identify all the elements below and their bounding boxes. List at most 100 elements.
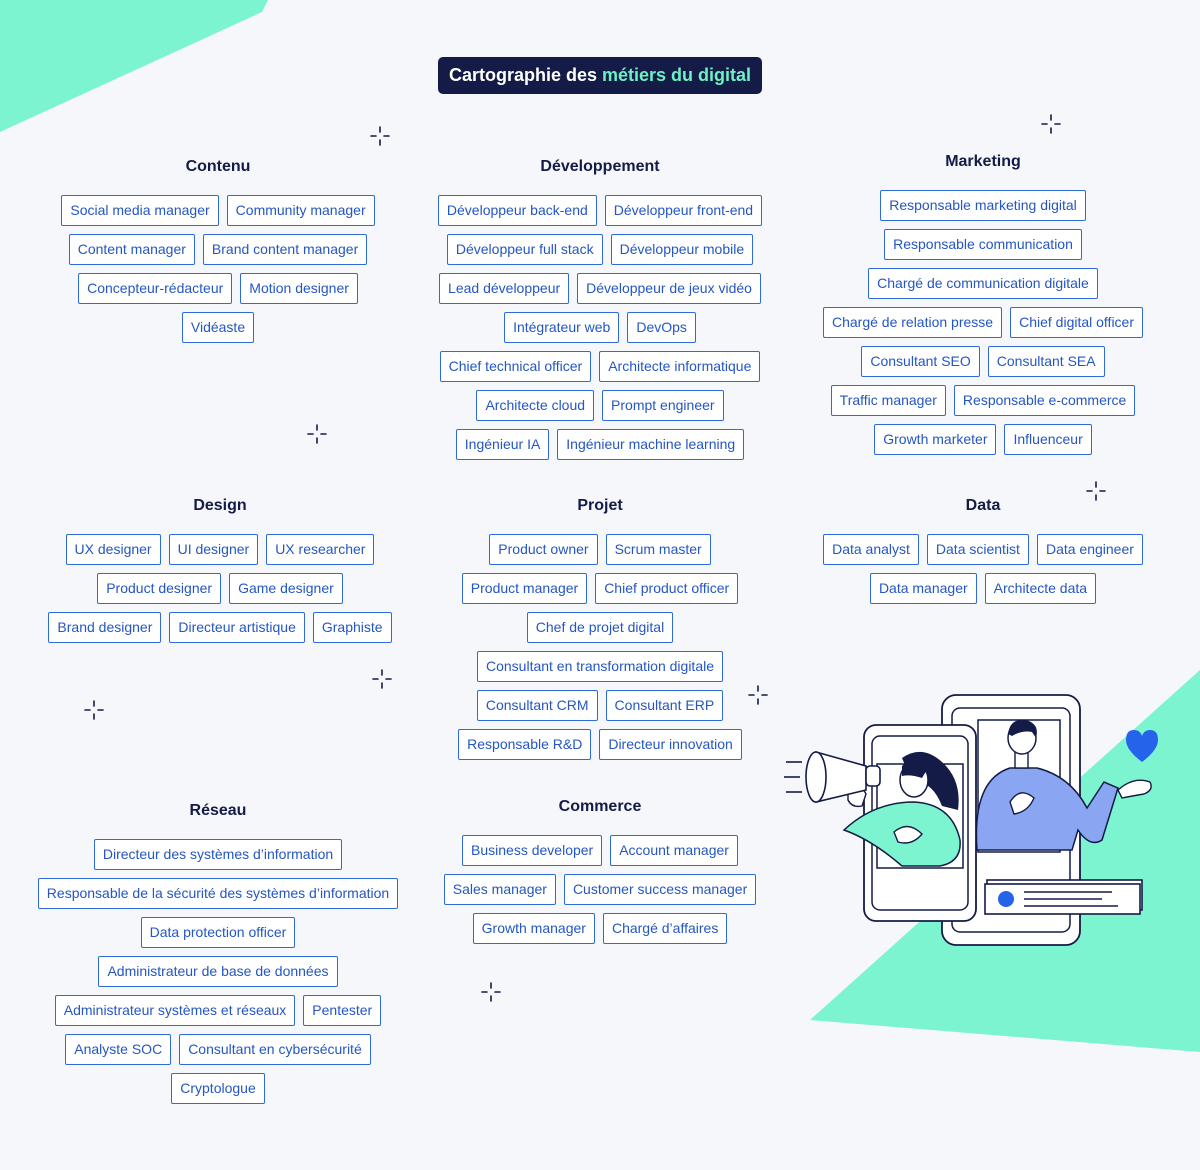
group-title-developpement: Développement: [540, 158, 660, 175]
job-tag: Business developer: [462, 835, 603, 866]
job-tag: Motion designer: [240, 273, 358, 304]
job-tag: Chef de projet digital: [526, 612, 674, 643]
job-tag: Growth manager: [472, 913, 595, 944]
job-tag: Administrateur de base de données: [98, 956, 338, 987]
job-tag: Growth marketer: [874, 424, 997, 455]
job-tag: Vidéaste: [181, 312, 255, 343]
job-tag: Chief product officer: [595, 573, 739, 604]
job-tag: Développeur de jeux vidéo: [577, 273, 761, 304]
job-tag: Consultant en transformation digitale: [476, 651, 724, 682]
marketing-illustration: [784, 694, 1158, 946]
job-tag: Chargé de communication digitale: [868, 268, 1098, 299]
job-tag: Consultant SEA: [987, 346, 1105, 377]
title-highlight: métiers du digital: [602, 65, 752, 85]
job-tag: Product designer: [97, 573, 222, 604]
group-title-design: Design: [193, 497, 247, 514]
job-tag: Directeur innovation: [599, 729, 742, 760]
sparkle-icon: [84, 700, 104, 720]
group-title-projet: Projet: [577, 497, 623, 514]
job-tag: Directeur artistique: [169, 612, 305, 643]
job-tag: Data manager: [869, 573, 977, 604]
job-tag: Consultant SEO: [861, 346, 980, 377]
sparkle-icon: [748, 685, 768, 705]
sparkle-icon: [372, 669, 392, 689]
job-tag: Chief technical officer: [439, 351, 592, 382]
job-tag: Graphiste: [312, 612, 392, 643]
job-tag: Analyste SOC: [65, 1034, 172, 1065]
job-tag: Content manager: [68, 234, 195, 265]
group-title-reseau: Réseau: [189, 802, 247, 819]
job-tag: Développeur front-end: [604, 195, 763, 226]
job-tag: Consultant en cybersécurité: [179, 1034, 371, 1065]
job-tag: Ingénieur machine learning: [557, 429, 745, 460]
group-title-data: Data: [965, 497, 1001, 514]
sparkle-icon: [481, 982, 501, 1002]
job-tag: Data scientist: [926, 534, 1029, 565]
sparkle-icon: [1041, 114, 1061, 134]
group-reseau: Réseau Directeur des systèmes d’informat…: [18, 801, 418, 1112]
job-tag: Développeur mobile: [610, 234, 754, 265]
job-tag: Responsable e-commerce: [953, 385, 1136, 416]
job-tag: Administrateur systèmes et réseaux: [54, 995, 296, 1026]
job-tag: Chief digital officer: [1010, 307, 1144, 338]
sparkle-icon: [370, 126, 390, 146]
job-tag: Chargé de relation presse: [822, 307, 1003, 338]
job-tag: Responsable de la sécurité des systèmes …: [37, 878, 399, 909]
woman-figure: [842, 751, 961, 867]
sparkle-icon: [307, 424, 327, 444]
job-tag: Product owner: [489, 534, 598, 565]
job-tag: UI designer: [168, 534, 259, 565]
job-tag: Data engineer: [1036, 534, 1143, 565]
job-tag: Responsable communication: [884, 229, 1082, 260]
job-tag: Pentester: [303, 995, 382, 1026]
job-tag: DevOps: [627, 312, 696, 343]
job-tag: Scrum master: [605, 534, 711, 565]
job-tag: Ingénieur IA: [455, 429, 550, 460]
page-title: Cartographie des métiers du digital: [437, 57, 763, 94]
job-tag: Sales manager: [443, 874, 556, 905]
megaphone-icon: [784, 751, 881, 803]
job-tag: Chargé d’affaires: [602, 913, 728, 944]
job-tag: Customer success manager: [563, 874, 757, 905]
job-tag: Concepteur-rédacteur: [78, 273, 233, 304]
heart-icon: [1126, 730, 1158, 762]
job-tag: Brand designer: [48, 612, 162, 643]
job-tag: Social media manager: [61, 195, 219, 226]
job-tag: Architecte informatique: [599, 351, 761, 382]
job-tag: Game designer: [229, 573, 343, 604]
group-title-contenu: Contenu: [185, 158, 251, 175]
job-tag: Account manager: [610, 835, 738, 866]
job-tag: Influenceur: [1004, 424, 1092, 455]
job-tag: UX designer: [65, 534, 161, 565]
job-tag: Data protection officer: [140, 917, 296, 948]
chat-bubble-icon: [984, 879, 1143, 915]
title-prefix: Cartographie des: [448, 65, 602, 85]
job-tag: Architecte cloud: [476, 390, 595, 421]
job-tag: Intégrateur web: [504, 312, 620, 343]
group-title-marketing: Marketing: [945, 153, 1021, 170]
job-tag: Responsable R&D: [458, 729, 592, 760]
job-tag: UX researcher: [266, 534, 375, 565]
job-tag: Consultant ERP: [605, 690, 724, 721]
job-tag: Data analyst: [823, 534, 919, 565]
job-tag: Responsable marketing digital: [880, 190, 1086, 221]
sparkle-icon: [1086, 481, 1106, 501]
mint-corner-shape: [0, 0, 268, 132]
job-tag: Community manager: [226, 195, 375, 226]
group-marketing: Marketing Responsable marketing digital …: [783, 152, 1183, 463]
job-tag: Consultant CRM: [476, 690, 598, 721]
job-tag: Prompt engineer: [602, 390, 724, 421]
job-tag: Brand content manager: [202, 234, 368, 265]
job-tag: Développeur full stack: [446, 234, 603, 265]
job-tag: Traffic manager: [830, 385, 946, 416]
job-tag: Directeur des systèmes d’information: [93, 839, 343, 870]
job-tag: Développeur back-end: [437, 195, 597, 226]
group-title-commerce: Commerce: [558, 798, 642, 815]
job-tag: Product manager: [461, 573, 588, 604]
